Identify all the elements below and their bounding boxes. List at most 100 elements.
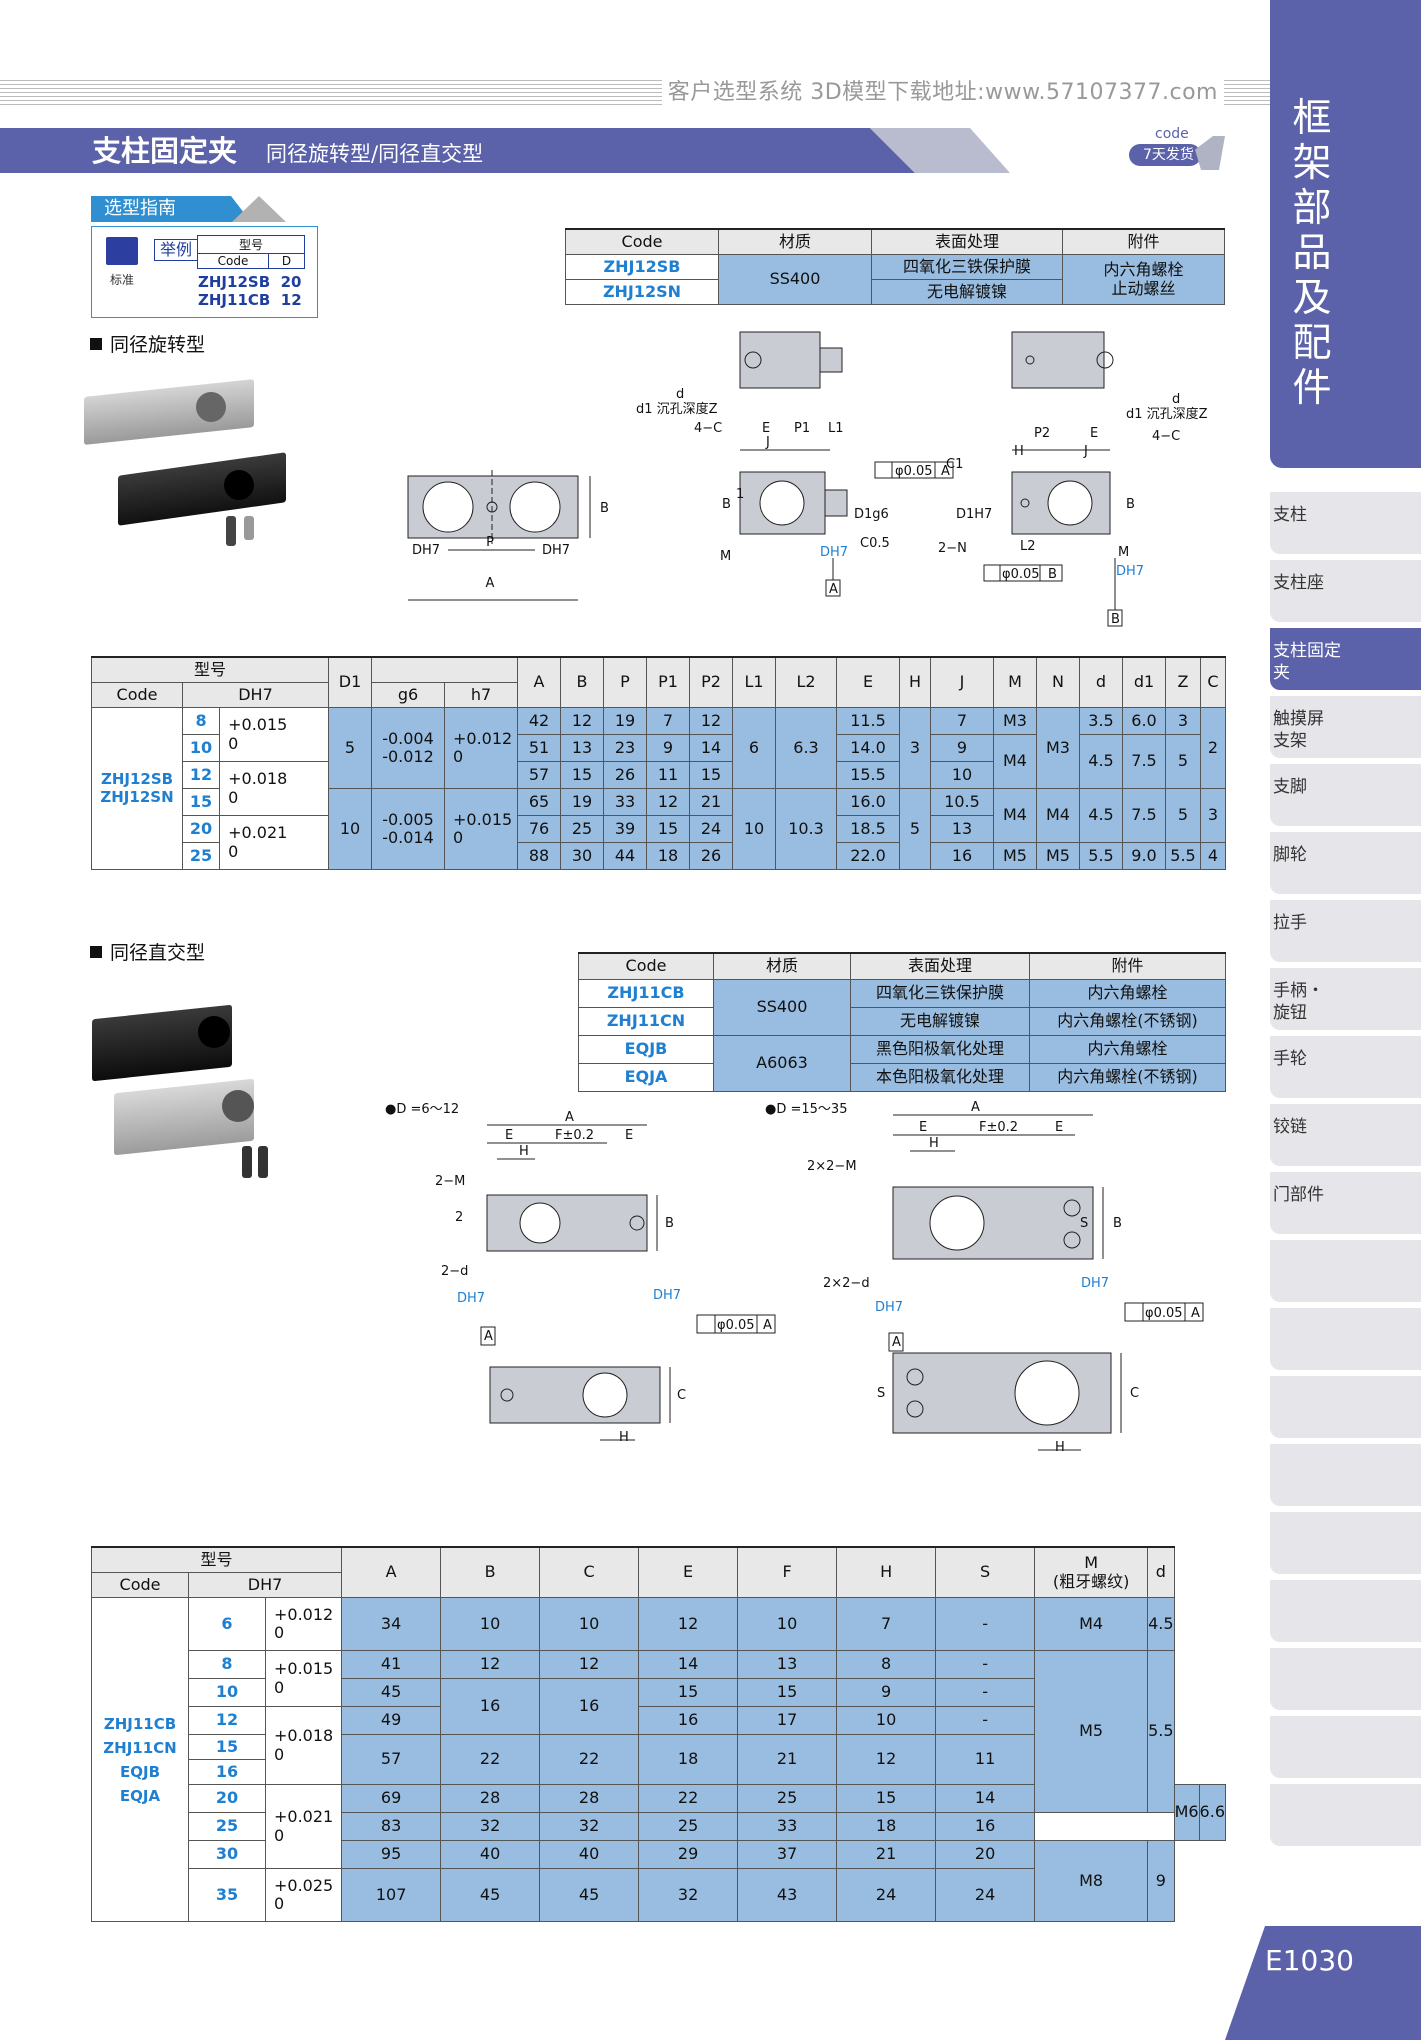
value-cell: 69	[341, 1784, 442, 1813]
sidebar-item-handles[interactable]: 拉手	[1270, 900, 1421, 962]
h7-text: +0.015	[453, 809, 513, 829]
sidebar-item-casters[interactable]: 脚轮	[1270, 832, 1421, 894]
size-cell[interactable]: 10	[188, 1678, 266, 1707]
size-cell[interactable]: 12	[181, 761, 221, 789]
value-cell: 32	[539, 1812, 640, 1841]
size-cell[interactable]: 6	[188, 1597, 266, 1651]
value-cell: 25	[560, 815, 604, 843]
column-header: P1	[646, 656, 690, 708]
c1-label: C1	[946, 457, 963, 472]
sidebar-item-pillar-clamp[interactable]: 支柱固定夹	[1270, 628, 1421, 690]
dim-b-right: B	[1126, 497, 1135, 512]
value-cell: 6	[732, 707, 776, 789]
value-cell: 10.5	[930, 788, 994, 816]
d1-callout: d1 沉孔深度Z	[636, 401, 718, 417]
value-cell: -	[935, 1678, 1036, 1707]
size-cell[interactable]: 25	[188, 1812, 266, 1841]
product-code[interactable]: EQJB	[578, 1035, 714, 1064]
value-cell: 15	[560, 761, 604, 789]
size-cell[interactable]: 25	[181, 842, 221, 870]
sidebar-item-empty	[1270, 1376, 1421, 1438]
product-code[interactable]: EQJA	[119, 1786, 161, 1805]
sidebar-item-hinges[interactable]: 铰链	[1270, 1104, 1421, 1166]
sidebar-item-label: 手柄・旋钮	[1273, 981, 1324, 1023]
value-cell: 49	[341, 1706, 442, 1735]
value-cell: 10	[539, 1597, 640, 1651]
guide-examples: ZHJ12SB 20 ZHJ11CB 12	[198, 273, 302, 309]
dim-h-large: H	[929, 1136, 939, 1151]
sidebar-item-pillar-base[interactable]: 支柱座	[1270, 560, 1421, 622]
product-code[interactable]: EQJB	[119, 1762, 160, 1781]
sidebar-item-pillar[interactable]: 支柱	[1270, 492, 1421, 554]
value-cell: 40	[440, 1840, 541, 1869]
value-cell: 32	[638, 1868, 739, 1922]
sidebar-item-door-parts[interactable]: 门部件	[1270, 1172, 1421, 1234]
value-cell: 22	[638, 1784, 739, 1813]
material-cell: A6063	[713, 1035, 851, 1092]
f-tol: F±0.2	[555, 1128, 594, 1143]
table-row: 25 83 32 32 25 33 18 16	[92, 1812, 1226, 1841]
site-text[interactable]: 客户选型系统 3D模型下载地址:www.57107377.com	[661, 80, 1224, 106]
value-cell: 4.5	[1147, 1597, 1175, 1651]
material-table-rotation: Code 材质 表面处理 附件 ZHJ12SB SS400 四氧化三铁保护膜 内…	[565, 228, 1225, 305]
table-row: 10 51 13 23 9 14 14.0 9 M4 4.5 7.5 5	[92, 734, 1226, 789]
value-cell: 57	[341, 1734, 442, 1785]
column-header: E	[638, 1546, 739, 1598]
value-cell: 45	[539, 1868, 640, 1922]
product-code[interactable]: ZHJ11CN	[578, 1007, 714, 1036]
size-cell[interactable]: 30	[188, 1840, 266, 1869]
size-cell[interactable]: 35	[188, 1868, 266, 1922]
size-cell[interactable]: 20	[181, 815, 221, 843]
table-header-row: Code DH7 g6 h7	[91, 682, 1226, 708]
value-cell: 9	[646, 734, 690, 762]
column-header: d	[1147, 1546, 1175, 1598]
dim-dh7: DH7	[412, 543, 440, 558]
value-cell: 10	[836, 1706, 937, 1735]
size-cell[interactable]: 15	[181, 788, 221, 816]
value-cell: 12	[836, 1734, 937, 1785]
size-cell[interactable]: 8	[188, 1650, 266, 1679]
column-header: B	[440, 1546, 541, 1598]
value-cell: 7.5	[1122, 734, 1166, 789]
value-cell: 30	[560, 842, 604, 870]
size-cell[interactable]: 8	[181, 707, 221, 735]
sidebar-item-touchscreen-stand[interactable]: 触摸屏支架	[1270, 696, 1421, 758]
size-cell[interactable]: 20	[188, 1784, 266, 1813]
product-code[interactable]: EQJA	[578, 1063, 714, 1092]
dh7-label: DH7	[820, 545, 848, 560]
product-code[interactable]: ZHJ11CB	[578, 979, 714, 1008]
value-cell: 10	[737, 1597, 838, 1651]
value-cell: 5.5	[1165, 842, 1201, 870]
size-cell[interactable]: 10	[181, 734, 221, 762]
sidebar-item-label: 铰链	[1273, 1117, 1307, 1137]
tol-text: 0	[274, 1677, 285, 1697]
size-cell[interactable]: 12	[188, 1706, 266, 1735]
product-code[interactable]: ZHJ12SN	[565, 279, 719, 305]
product-code[interactable]: ZHJ12SB	[100, 770, 174, 789]
value-cell: 51	[517, 734, 561, 762]
product-code[interactable]: ZHJ11CB	[103, 1714, 177, 1733]
column-header: 材质	[713, 952, 851, 980]
size-cell[interactable]: 15	[188, 1734, 266, 1760]
d1h7-label: D1H7	[956, 507, 992, 522]
value-cell: 16	[930, 842, 994, 870]
dim-b: B	[600, 501, 609, 516]
product-code[interactable]: ZHJ12SB	[565, 254, 719, 280]
product-code[interactable]: ZHJ11CN	[103, 1738, 177, 1757]
sidebar-item-feet[interactable]: 支脚	[1270, 764, 1421, 826]
sidebar-item-knobs[interactable]: 手柄・旋钮	[1270, 968, 1421, 1030]
dim-c-large: C	[1130, 1386, 1139, 1401]
size-cell[interactable]: 16	[188, 1759, 266, 1785]
accessory-text: 止动螺丝	[1111, 278, 1176, 298]
column-header: Code	[91, 1572, 189, 1598]
value-cell: -	[935, 1650, 1036, 1679]
value-cell: 9.0	[1122, 842, 1166, 870]
column-header: Z	[1165, 656, 1201, 708]
sidebar-item-handwheel[interactable]: 手轮	[1270, 1036, 1421, 1098]
column-header-m: M(粗牙螺纹)	[1034, 1546, 1149, 1598]
value-cell: 21	[836, 1840, 937, 1869]
product-code[interactable]: ZHJ12SN	[100, 787, 174, 806]
value-cell: 3	[899, 707, 931, 789]
